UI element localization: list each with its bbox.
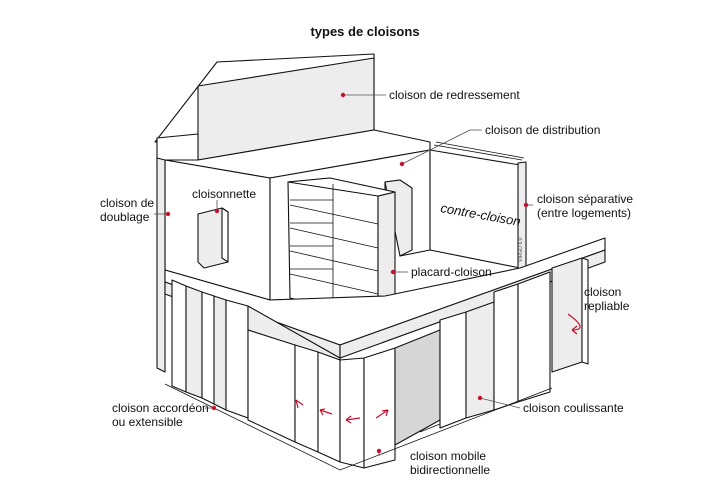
label-cloison-doublage-line2: doublage bbox=[100, 210, 150, 224]
label-cloisonnette: cloisonnette bbox=[192, 187, 256, 201]
movement-arrows bbox=[295, 313, 581, 424]
cloison-coulissante bbox=[439, 271, 551, 429]
arrow-icon bbox=[319, 408, 333, 416]
cloison-accordeon bbox=[171, 279, 249, 419]
label-cloison-mobile-line2: bidirectionnelle bbox=[410, 463, 490, 477]
credit-text: VIRGO 6.0 bbox=[518, 237, 524, 262]
arrow-icon bbox=[567, 313, 581, 335]
arrow-icon bbox=[375, 409, 389, 419]
upper-floor bbox=[156, 129, 431, 373]
label-cloison-redressement: cloison de redressement bbox=[389, 88, 520, 102]
contre-cloison-wall bbox=[429, 141, 527, 273]
label-cloison-separative-line2: (entre logements) bbox=[537, 206, 631, 220]
arrow-icon bbox=[295, 399, 304, 409]
arrow-icon bbox=[345, 415, 361, 424]
marker-dots bbox=[165, 92, 529, 454]
label-cloison-repliable-line1: cloison bbox=[584, 285, 621, 299]
label-cloison-mobile-line1: cloison mobile bbox=[410, 449, 486, 463]
placard-cloison-unit bbox=[287, 177, 396, 319]
lower-level bbox=[164, 257, 589, 471]
label-placard-cloison: placard-cloison bbox=[411, 265, 492, 279]
cloison-doublage-wall bbox=[156, 157, 166, 373]
label-cloison-separative-line1: cloison séparative bbox=[537, 192, 633, 206]
label-cloison-accordeon-line1: cloison accordéon bbox=[112, 401, 209, 415]
label-cloison-repliable-line2: repliable bbox=[584, 299, 630, 313]
cloison-mobile bbox=[247, 329, 396, 469]
label-cloison-coulissante: cloison coulissante bbox=[523, 401, 624, 415]
label-cloison-distribution: cloison de distribution bbox=[485, 123, 600, 137]
label-cloison-doublage-line1: cloison de bbox=[100, 196, 154, 210]
diagram-title: types de cloisons bbox=[310, 24, 419, 39]
cloison-repliable-panel bbox=[551, 257, 583, 373]
label-cloison-accordeon-line2: ou extensible bbox=[112, 415, 183, 429]
attic-structure bbox=[154, 53, 375, 163]
